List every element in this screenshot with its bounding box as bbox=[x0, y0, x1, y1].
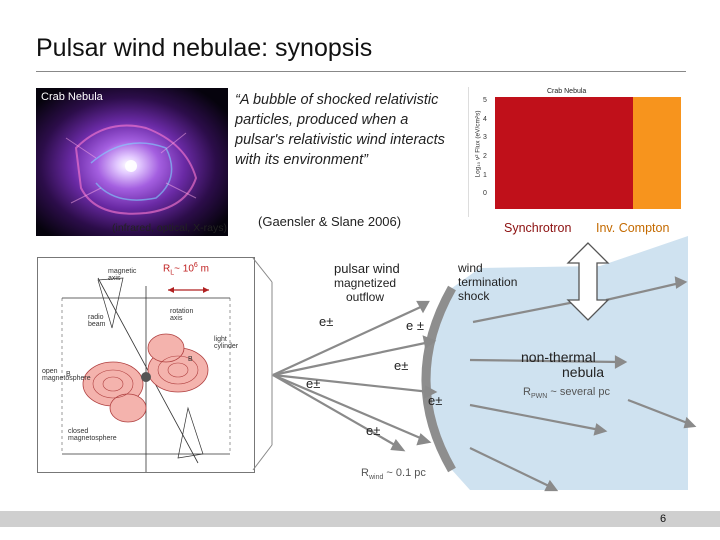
sed-ytick: 5 bbox=[483, 97, 487, 104]
magnetic-axis-label: magnetic axis bbox=[108, 268, 137, 283]
pwn-definition-quote: “A bubble of shocked relativistic partic… bbox=[235, 92, 445, 168]
sed-ytick: 4 bbox=[483, 115, 487, 123]
termination-shock-label-3: shock bbox=[458, 289, 490, 303]
light-cylinder-label: light cylinder bbox=[214, 336, 239, 351]
rl-subscript: L bbox=[170, 269, 175, 277]
synchrotron-region bbox=[495, 97, 633, 209]
sed-yticks: 5 4 3 2 1 0 bbox=[483, 97, 491, 209]
rpwn-value: ~ several pc bbox=[547, 386, 610, 398]
light-cylinder-radius-label: RL~ 106 m bbox=[163, 262, 209, 276]
electron-positron-label-1: e± bbox=[319, 314, 334, 329]
electron-positron-label-3: e± bbox=[394, 358, 409, 373]
nebula-label: nebula bbox=[562, 364, 605, 380]
termination-shock-label-1: wind bbox=[458, 261, 483, 275]
rpwn-subscript: PWN bbox=[530, 393, 548, 401]
slide-title: Pulsar wind nebulae: synopsis bbox=[36, 34, 373, 62]
electron-positron-label-5: e± bbox=[428, 393, 443, 408]
pwn-radius-label: RPWN ~ several pc bbox=[523, 386, 610, 400]
rotation-axis-label: rotation axis bbox=[170, 308, 194, 323]
footer-bar bbox=[0, 511, 720, 527]
sed-ytick: 1 bbox=[483, 171, 487, 179]
sed-nebula-link-arrow bbox=[566, 242, 610, 321]
nebula-region bbox=[426, 236, 688, 490]
page-number: 6 bbox=[660, 513, 667, 525]
radio-beam-label: radio beam bbox=[88, 314, 106, 329]
citation: (Gaensler & Slane 2006) bbox=[258, 214, 402, 229]
electron-positron-label-2: e ± bbox=[406, 318, 424, 333]
rl-value: ~ 10 bbox=[174, 263, 194, 275]
termination-shock-label-2: termination bbox=[458, 275, 518, 289]
nebula-filaments bbox=[65, 124, 198, 215]
magnetosphere-sketch bbox=[61, 277, 231, 472]
inverse-compton-region bbox=[633, 97, 681, 209]
non-thermal-label: non-thermal bbox=[521, 349, 596, 365]
magnetized-label: magnetized bbox=[334, 276, 397, 290]
wind-radius-label: Rwind ~ 0.1 pc bbox=[361, 467, 426, 481]
rwind-symbol: R bbox=[361, 467, 369, 479]
closed-magnetosphere-label: closed magnetosphere bbox=[68, 428, 117, 443]
rwind-value: ~ 0.1 pc bbox=[383, 467, 426, 479]
rl-symbol: R bbox=[163, 263, 171, 275]
rl-exponent: 6 bbox=[193, 262, 198, 269]
rl-unit: m bbox=[197, 263, 209, 275]
termination-shock-arc bbox=[421, 285, 456, 473]
sed-ytick: 2 bbox=[483, 153, 487, 160]
field-label-b-left: B bbox=[66, 371, 71, 378]
inverse-compton-label: Inv. Compton bbox=[596, 221, 670, 235]
rwind-subscript: wind bbox=[368, 474, 384, 482]
photo-label: Crab Nebula bbox=[41, 91, 103, 103]
pulsar-wind-label: pulsar wind bbox=[334, 261, 400, 276]
electron-positron-label-4: e± bbox=[306, 376, 321, 391]
sed-ytick: 3 bbox=[483, 134, 487, 142]
pulsar-magnetosphere-diagram: RL~ 106 m magnetic axis rotation axis ra… bbox=[37, 257, 255, 473]
electron-positron-label-6: e± bbox=[366, 423, 381, 438]
synchrotron-label: Synchrotron bbox=[504, 221, 572, 235]
title-rule bbox=[36, 71, 686, 72]
crab-nebula-photo: Crab Nebula bbox=[36, 88, 228, 236]
open-magnetosphere-label: open magnetosphere bbox=[42, 368, 91, 383]
rpwn-symbol: R bbox=[523, 386, 531, 398]
sed-ytick: 0 bbox=[483, 190, 487, 198]
photo-caption: (infrared, optical, X-rays) bbox=[112, 222, 227, 234]
outflow-label: outflow bbox=[346, 290, 385, 304]
sed-title: Crab Nebula bbox=[547, 88, 587, 95]
field-label-b: B bbox=[188, 356, 193, 363]
